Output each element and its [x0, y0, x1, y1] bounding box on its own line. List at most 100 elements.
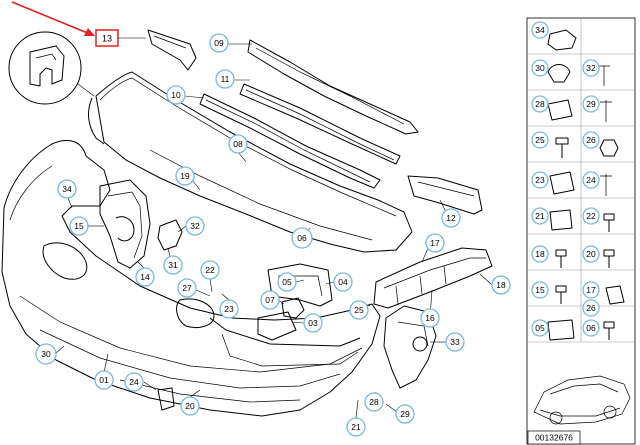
callout-30: 30 [35, 343, 57, 365]
bumper-parts [1, 29, 493, 417]
svg-text:19: 19 [180, 171, 190, 181]
panel-callout-30: 30 [531, 59, 549, 77]
callout-14: 14 [135, 267, 155, 287]
panel-callout-06: 06 [582, 319, 600, 337]
svg-text:22: 22 [586, 211, 596, 221]
panel-callout-34: 34 [531, 21, 549, 39]
callout-11: 11 [215, 69, 235, 89]
vehicle-thumbnail [533, 375, 631, 425]
svg-text:18: 18 [535, 249, 545, 259]
callout-05: 05 [277, 272, 297, 292]
svg-text:23: 23 [535, 175, 545, 185]
svg-text:06: 06 [297, 233, 307, 243]
svg-text:30: 30 [41, 349, 51, 359]
pointer-callout-number: 13 [102, 34, 112, 44]
reference-number: 00132676 [535, 433, 573, 443]
hardware-panel: 00132676 [526, 17, 636, 445]
svg-text:21: 21 [351, 422, 361, 432]
callout-01: 01 [94, 370, 114, 390]
svg-text:05: 05 [282, 277, 292, 287]
svg-text:15: 15 [535, 285, 545, 295]
callout-25: 25 [349, 300, 369, 320]
callout-21: 21 [346, 417, 366, 437]
panel-callout-24: 24 [582, 171, 600, 189]
callout-15: 15 [69, 216, 89, 236]
callout-04: 04 [333, 272, 353, 292]
svg-text:25: 25 [535, 135, 545, 145]
svg-text:16: 16 [425, 313, 435, 323]
svg-text:17: 17 [430, 238, 440, 248]
svg-text:23: 23 [224, 304, 234, 314]
svg-text:03: 03 [308, 318, 318, 328]
panel-callout-23: 23 [531, 171, 549, 189]
callout-22: 22 [200, 260, 220, 280]
svg-text:24: 24 [586, 175, 596, 185]
callout-34: 34 [57, 179, 77, 199]
callout-24: 24 [124, 372, 144, 392]
panel-callout-17: 17 [582, 281, 600, 299]
callout-31: 31 [163, 255, 183, 275]
svg-text:33: 33 [450, 337, 460, 347]
panel-callout-20: 20 [582, 245, 600, 263]
panel-callout-05: 05 [531, 319, 549, 337]
panel-callout-18: 18 [531, 245, 549, 263]
svg-text:05: 05 [535, 323, 545, 333]
svg-text:31: 31 [168, 260, 178, 270]
callout-10: 10 [166, 85, 186, 105]
svg-text:34: 34 [535, 25, 545, 35]
svg-text:12: 12 [446, 213, 456, 223]
svg-text:11: 11 [221, 74, 230, 84]
callout-03: 03 [303, 313, 323, 333]
svg-text:15: 15 [74, 221, 84, 231]
callout-28: 28 [364, 392, 384, 412]
svg-text:26: 26 [586, 135, 596, 145]
callout-27: 27 [177, 278, 197, 298]
svg-text:30: 30 [535, 63, 545, 73]
svg-text:28: 28 [535, 99, 545, 109]
callout-32: 32 [185, 216, 205, 236]
callout-16: 16 [420, 308, 440, 328]
svg-text:14: 14 [140, 272, 150, 282]
panel-callout-32: 32 [582, 59, 600, 77]
panel-callout-28: 28 [531, 95, 549, 113]
panel-callout-22: 22 [582, 207, 600, 225]
callout-18: 18 [491, 275, 511, 295]
svg-text:22: 22 [205, 265, 215, 275]
svg-text:29: 29 [400, 409, 410, 419]
svg-text:09: 09 [214, 38, 224, 48]
svg-text:32: 32 [190, 221, 200, 231]
svg-text:27: 27 [182, 283, 192, 293]
panel-callout-15: 15 [531, 281, 549, 299]
svg-text:17: 17 [586, 285, 596, 295]
callout-08: 08 [228, 134, 248, 154]
callout-12: 12 [441, 208, 461, 228]
callout-07: 07 [260, 290, 280, 310]
panel-callout-21: 21 [531, 207, 549, 225]
callout-19: 19 [175, 166, 195, 186]
callout-33: 33 [445, 332, 465, 352]
svg-text:01: 01 [99, 375, 109, 385]
svg-text:21: 21 [535, 211, 545, 221]
svg-text:10: 10 [171, 90, 181, 100]
callout-17: 17 [425, 233, 445, 253]
svg-text:20: 20 [586, 249, 596, 259]
panel-callout-26: 26 [582, 131, 600, 149]
callout-06: 06 [291, 227, 313, 249]
svg-text:26: 26 [586, 303, 596, 313]
svg-text:20: 20 [185, 401, 195, 411]
callout-23: 23 [219, 299, 239, 319]
panel-callout-26b: 26 [582, 299, 600, 317]
pointer-arrow [11, 1, 95, 36]
callout-20: 20 [180, 396, 200, 416]
callout-09: 09 [209, 33, 229, 53]
svg-text:08: 08 [233, 139, 243, 149]
svg-text:25: 25 [354, 305, 364, 315]
svg-text:07: 07 [265, 295, 275, 305]
pointer-callout: 13 [95, 29, 119, 47]
svg-text:29: 29 [586, 99, 596, 109]
svg-text:18: 18 [496, 280, 506, 290]
svg-text:04: 04 [338, 277, 348, 287]
panel-callout-29: 29 [582, 95, 600, 113]
svg-text:28: 28 [369, 397, 379, 407]
